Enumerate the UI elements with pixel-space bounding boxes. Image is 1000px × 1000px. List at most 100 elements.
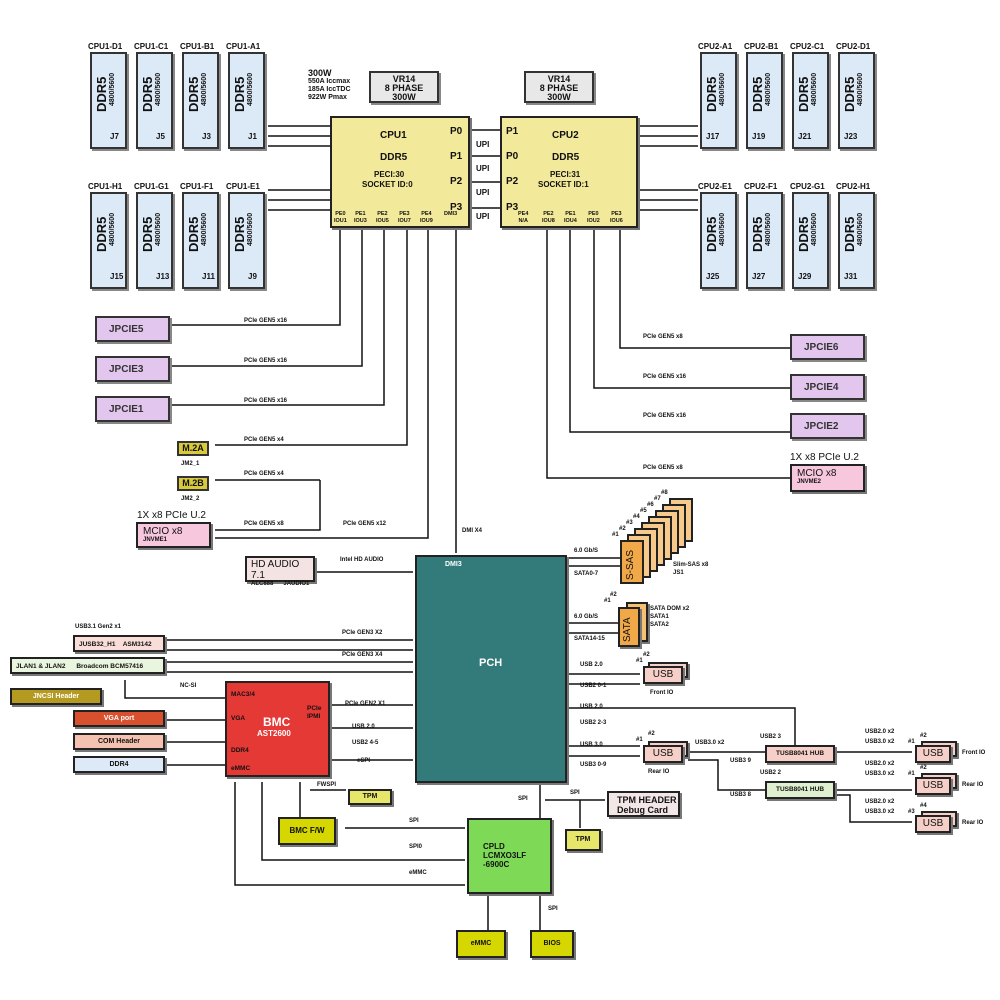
mcio2-ref: JNVME2 xyxy=(797,479,822,485)
link-label: SPI xyxy=(548,906,558,912)
slot-jpcie1[interactable]: JPCIE1 xyxy=(95,396,170,422)
tpm-header[interactable]: TPM HEADER Debug Card xyxy=(607,791,680,817)
cpu2-block[interactable]: CPU2 DDR5 PECI:31 SOCKET ID:1 P1 P0 P2 P… xyxy=(500,116,638,228)
usb-num: #2 xyxy=(920,765,927,771)
dimm-type: DDR5 xyxy=(94,76,109,112)
usb-rear-port[interactable]: USB xyxy=(643,745,683,763)
dimm-connector-ref: J1 xyxy=(248,132,257,141)
tpm-header-title: TPM HEADER xyxy=(617,795,677,805)
link-label: PCIe GEN5 x16 xyxy=(643,374,687,380)
dimm-speed: 4800/5600 xyxy=(109,212,116,246)
usb-hub-2[interactable]: TUSB8041 HUB xyxy=(765,781,835,799)
usb32-chip: ASM3142 xyxy=(122,641,152,648)
m2b-slot[interactable]: M.2B xyxy=(177,476,209,491)
tpm-module-2[interactable]: TPM xyxy=(565,829,601,851)
m2a-slot[interactable]: M.2A xyxy=(177,441,209,456)
cpu2-peci: PECI:31 xyxy=(550,170,581,179)
link-label: USB3.0 x2 xyxy=(865,771,895,777)
m2a-ref: JM2_1 xyxy=(181,461,200,467)
usb32-name: JUSB32_H1 xyxy=(79,641,116,648)
cpu2-port-p3: P3 xyxy=(506,202,519,213)
sata-desc: SATA DOM x2 xyxy=(650,606,690,612)
lan-ports[interactable]: JLAN1 & JLAN2 Broadcom BCM57416 xyxy=(10,657,165,674)
pch-block[interactable]: DMI3 PCH xyxy=(415,555,567,783)
dimm-slot-label: CPU2-A1 xyxy=(698,42,733,51)
dimm-connector-ref: J25 xyxy=(706,272,720,281)
bmc-firmware[interactable]: BMC F/W xyxy=(278,817,336,845)
mcio2-connector[interactable]: MCIO x8 JNVME2 xyxy=(790,464,865,492)
vga-port[interactable]: VGA port xyxy=(73,710,165,727)
usb-port[interactable]: USB xyxy=(915,777,951,795)
tpm-module[interactable]: TPM xyxy=(348,789,392,805)
hd-audio-title: HD AUDIO 7.1 xyxy=(251,559,300,581)
link-label: PCIe GEN5 x8 xyxy=(244,521,284,527)
usb32-header[interactable]: JUSB32_H1 ASM3142 xyxy=(73,635,165,652)
bmc-block[interactable]: MAC3/4 VGA DDR4 eMMC PCIe IPMI BMC AST26… xyxy=(225,681,330,777)
slot-jpcie4[interactable]: JPCIE4 xyxy=(790,374,865,400)
cpu1-block[interactable]: CPU1 DDR5 PECI:30 SOCKET ID:0 P0 P1 P2 P… xyxy=(330,116,470,228)
hd-audio[interactable]: HD AUDIO 7.1 ALC888 JAUDIO1 xyxy=(245,556,315,587)
slim-sas-port[interactable]: S-SAS xyxy=(620,540,644,584)
usb-front-port[interactable]: USB xyxy=(643,666,683,684)
dimm-slot-label: CPU1-D1 xyxy=(88,42,123,51)
cpld-block[interactable]: CPLD LCMXO3LF -6900C xyxy=(467,818,552,894)
link-label: NC-SI xyxy=(180,683,197,689)
bios-chip[interactable]: BIOS xyxy=(530,930,574,958)
link-label: PCIe GEN5 x16 xyxy=(244,358,288,364)
slot-jpcie5[interactable]: JPCIE5 xyxy=(95,316,170,342)
sata-label: SATA xyxy=(622,617,633,642)
link-label: USB 2.0 xyxy=(352,724,375,730)
link-label: USB2 3 xyxy=(760,734,782,740)
dimm-type: DDR5 xyxy=(796,216,811,252)
dimm-type: DDR5 xyxy=(140,216,155,252)
cpu2-socket: SOCKET ID:1 xyxy=(538,180,589,189)
com-header[interactable]: COM Header xyxy=(73,733,165,750)
dimm-speed: 4800/5600 xyxy=(765,212,772,246)
bmc-ddr4[interactable]: DDR4 xyxy=(73,756,165,773)
link-label: eMMC xyxy=(409,870,427,876)
slot-jpcie2[interactable]: JPCIE2 xyxy=(790,413,865,439)
emmc-chip[interactable]: eMMC xyxy=(456,930,506,958)
dimm-connector-ref: J21 xyxy=(798,132,812,141)
usb-hub-1[interactable]: TUSB8041 HUB xyxy=(765,745,835,763)
dimm-slot-label: CPU1-B1 xyxy=(180,42,215,51)
dimm-speed: 4800/5600 xyxy=(857,72,864,106)
jncsi-header[interactable]: JNCSI Header xyxy=(10,688,102,705)
link-label: PCIe GEN5 x8 xyxy=(643,465,683,471)
dimm-connector-ref: J31 xyxy=(844,272,858,281)
mcio1-connector[interactable]: MCIO x8 JNVME1 xyxy=(136,522,211,548)
usb-port[interactable]: USB xyxy=(915,745,951,763)
link-label: USB2.0 x2 xyxy=(865,761,895,767)
sas-port-num: #1 xyxy=(612,532,619,538)
dimm-slot-label: CPU2-F1 xyxy=(744,182,778,191)
link-label: PCIe GEN5 x16 xyxy=(244,318,288,324)
slot-jpcie6[interactable]: JPCIE6 xyxy=(790,334,865,360)
sas-ref: JS1 xyxy=(673,570,684,576)
sata-port-1[interactable]: SATA xyxy=(618,607,640,647)
dimm-type: DDR5 xyxy=(796,76,811,112)
dimm-connector-ref: J9 xyxy=(248,272,257,281)
slot-jpcie3[interactable]: JPCIE3 xyxy=(95,356,170,382)
usb-port[interactable]: USB xyxy=(915,815,951,833)
